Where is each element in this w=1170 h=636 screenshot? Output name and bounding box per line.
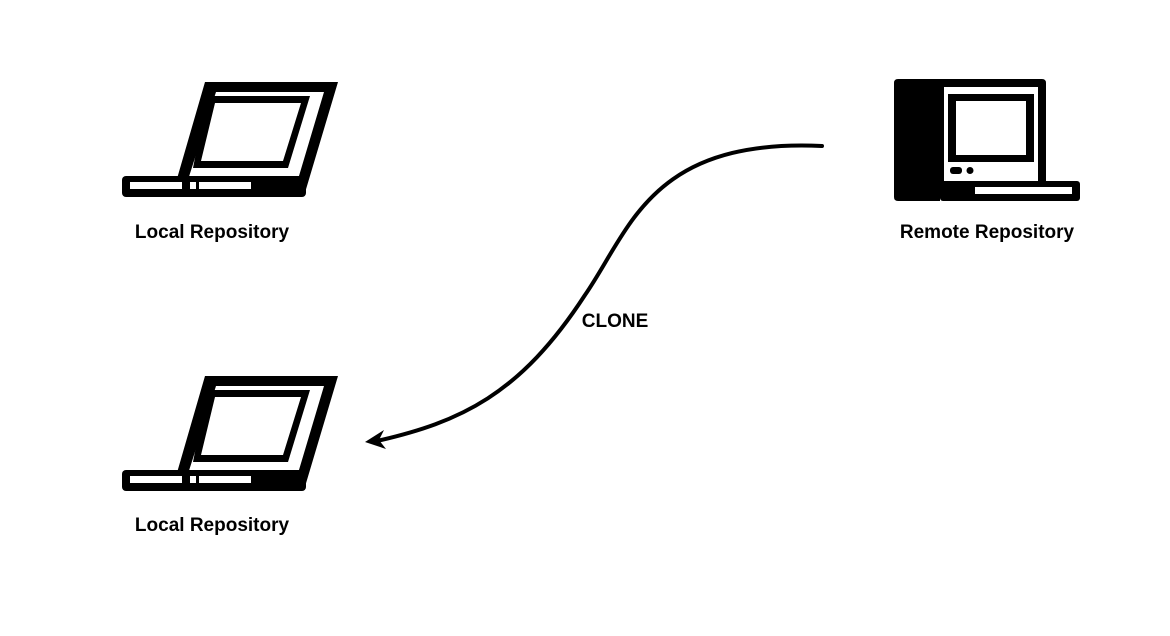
node-local-repository-2: Local Repository: [122, 376, 338, 536]
node-label-local-1: Local Repository: [135, 222, 290, 243]
desktop-computer-icon: [894, 79, 1080, 201]
edge-label-clone: CLONE: [582, 311, 649, 332]
node-local-repository-1: Local Repository: [122, 82, 338, 243]
laptop-icon: [122, 82, 338, 197]
laptop-icon: [122, 376, 338, 491]
node-label-remote: Remote Repository: [900, 222, 1075, 243]
node-remote-repository: Remote Repository: [894, 79, 1080, 243]
edge-clone-line: [375, 143, 824, 443]
node-label-local-2: Local Repository: [135, 515, 290, 536]
edge-clone: CLONE: [365, 143, 824, 449]
arrowhead-icon: [365, 430, 386, 449]
